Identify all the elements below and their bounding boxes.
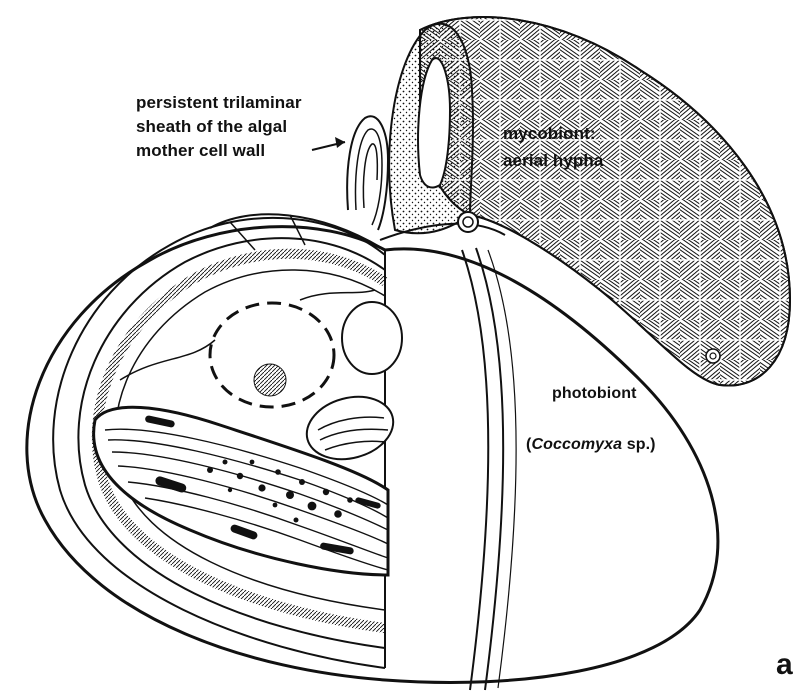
photobiont-label: photobiont [552, 385, 637, 403]
panel-letter: a [776, 648, 793, 682]
trilaminar-sheath [347, 116, 388, 230]
species-genus: Coccomyxa [531, 436, 622, 453]
hypha-tip-curl [706, 349, 720, 363]
mycobiont-label-line1: mycobiont: [503, 120, 603, 147]
hypha-loop [389, 24, 473, 234]
sheath-label: persistent trilaminar sheath of the alga… [136, 91, 302, 163]
vacuole [342, 302, 402, 374]
species-rest: sp.) [622, 436, 655, 453]
mycobiont-label-line2: aerial hypha [503, 147, 603, 174]
sheath-arrow [312, 137, 345, 150]
sheath-label-line1: persistent trilaminar [136, 91, 302, 115]
sheath-label-line2: sheath of the algal [136, 115, 302, 139]
nucleus [210, 303, 334, 407]
sheath-label-line3: mother cell wall [136, 139, 302, 163]
species-label: (Coccomyxa sp.) [526, 436, 656, 454]
mycobiont-label: mycobiont: aerial hypha [503, 120, 603, 174]
